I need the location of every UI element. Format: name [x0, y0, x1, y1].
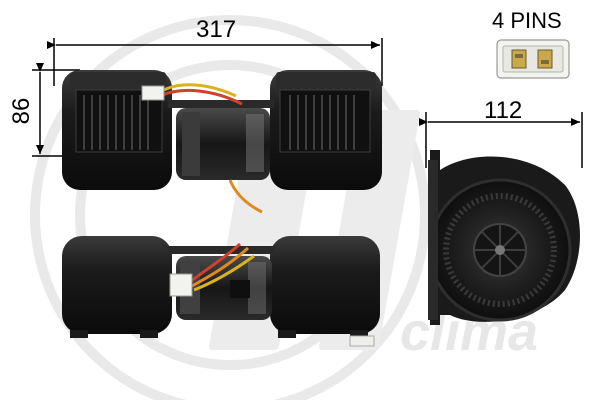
blower-motor-top-view	[62, 70, 382, 214]
dimension-depth-label: 112	[484, 97, 523, 124]
blower-motor-bottom-view	[62, 236, 380, 347]
connector-4pin-icon	[496, 39, 570, 79]
dimension-112-line	[419, 112, 583, 168]
blower-motor-side-view	[428, 150, 580, 325]
dimension-width-label: 317	[196, 16, 237, 43]
dimension-317-line	[47, 38, 383, 86]
dimension-height-label: 86	[8, 97, 35, 125]
connector-pins-label: 4 PINS	[492, 8, 562, 33]
